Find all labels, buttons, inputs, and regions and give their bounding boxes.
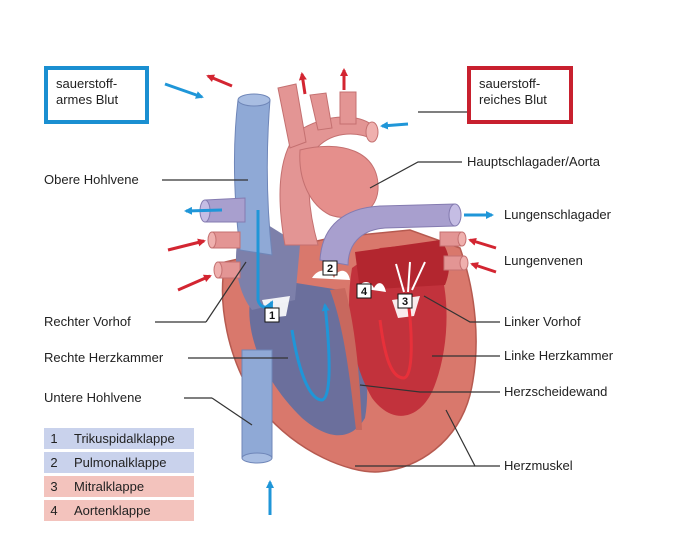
valve-legend: 1 Trikuspidalklappe 2 Pulmonalklappe 3 M… (44, 428, 194, 524)
aorta-branch-1 (277, 83, 307, 149)
flow-arrow-left-atrium (395, 261, 426, 293)
aorta-branch-2 (309, 92, 333, 131)
left-atrium-chamber (355, 240, 450, 290)
oxygenated-box: sauerstoff- reiches Blut (467, 66, 573, 124)
leader-lines (155, 111, 500, 467)
label-heart-muscle: Herzmuskel (504, 458, 573, 473)
superior-vena-cava-opening (237, 93, 271, 107)
label-left-atrium: Linker Vorhof (504, 314, 581, 329)
label-left-ventricle: Linke Herzkammer (504, 348, 614, 363)
arrow-out-lung-left (184, 206, 223, 215)
arrow-in-pulm-vein-r1 (468, 237, 497, 250)
legend-name: Trikuspidalklappe (74, 431, 175, 446)
legend-num: 4 (50, 503, 58, 518)
valve-marker-1: 1 (264, 307, 280, 323)
inferior-vena-cava-vessel (241, 349, 273, 463)
aorta-bulb (299, 145, 379, 219)
oxygenated-line1: sauerstoff- (479, 76, 541, 91)
flow-arrow-right-atrium (256, 210, 274, 310)
septum (330, 288, 362, 430)
valve-marker-4-text: 4 (361, 286, 368, 298)
label-aorta: Hauptschlagader/Aorta (467, 154, 600, 169)
arrow-in-pulm-vein-l2 (177, 274, 212, 292)
legend-name: Mitralklappe (74, 479, 145, 494)
arrow-out-aorta-2 (298, 72, 307, 95)
valve-marker-2-text: 2 (327, 263, 333, 275)
deoxygenated-line1: sauerstoff- (56, 76, 118, 91)
label-pulmonary-veins: Lungenvenen (504, 253, 583, 268)
aorta-opening (365, 121, 379, 143)
pulmonary-vein-left-1-opening (207, 231, 217, 249)
valve-marker-1-text: 1 (269, 310, 275, 322)
legend-num: 1 (50, 431, 58, 446)
valve-marker-3: 3 (397, 293, 413, 309)
legend-row: 3 Mitralklappe (44, 476, 194, 497)
arrow-out-aorta-1 (206, 74, 233, 88)
inferior-vena-cava-opening (241, 452, 273, 464)
pulmonary-vein-left-2-opening (213, 261, 223, 279)
valve-marker-3-text: 3 (402, 296, 408, 308)
flow-arrow-right-ventricle (290, 303, 331, 402)
legend-row: 2 Pulmonalklappe (44, 452, 194, 473)
pulmonary-vein-right-2-opening (459, 255, 469, 271)
flow-arrow-left-ventricle (378, 298, 413, 380)
legend-num: 2 (50, 455, 58, 470)
label-superior-vena-cava: Obere Hohlvene (44, 172, 139, 187)
legend-row: 4 Aortenklappe (44, 500, 194, 521)
arrow-in-superior (164, 82, 204, 99)
label-inferior-vena-cava: Untere Hohlvene (44, 390, 142, 405)
deoxygenated-line2: armes Blut (56, 92, 119, 107)
aorta-branch-3 (339, 91, 357, 125)
pulmonary-vein-right-1-opening (457, 231, 467, 247)
valve-marker-2: 2 (322, 260, 338, 276)
pulmonary-artery-right-opening (448, 203, 462, 227)
oxygenated-line2: reiches Blut (479, 92, 547, 107)
label-right-atrium: Rechter Vorhof (44, 314, 131, 329)
legend-name: Aortenklappe (74, 503, 151, 518)
legend-name: Pulmonalklappe (74, 455, 167, 470)
deoxygenated-box: sauerstoff- armes Blut (44, 66, 149, 124)
arrow-in-pulm-vein-l1 (167, 238, 206, 252)
label-pulmonary-artery: Lungenschlagader (504, 207, 611, 222)
valve-marker-4: 4 (356, 283, 372, 299)
label-right-ventricle: Rechte Herzkammer (44, 350, 164, 365)
label-septum: Herzscheidewand (504, 384, 608, 399)
arrow-in-aorta-side (380, 121, 409, 130)
legend-row: 1 Trikuspidalklappe (44, 428, 194, 449)
arrow-in-pulm-vein-r2 (470, 262, 497, 274)
legend-num: 3 (50, 479, 58, 494)
